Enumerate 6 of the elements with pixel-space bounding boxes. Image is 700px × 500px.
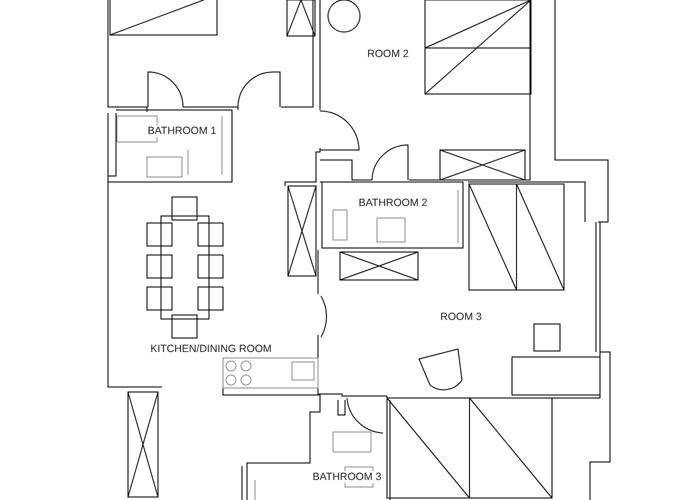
room-label: ROOM 3	[439, 311, 483, 323]
room-label: ROOM 2	[366, 48, 410, 60]
room-label: BATHROOM 1	[146, 125, 218, 137]
room-label: BATHROOM 2	[358, 197, 428, 209]
room-label: KITCHEN/DINING ROOM	[149, 343, 273, 355]
room-label: BATHROOM 3	[312, 471, 382, 483]
